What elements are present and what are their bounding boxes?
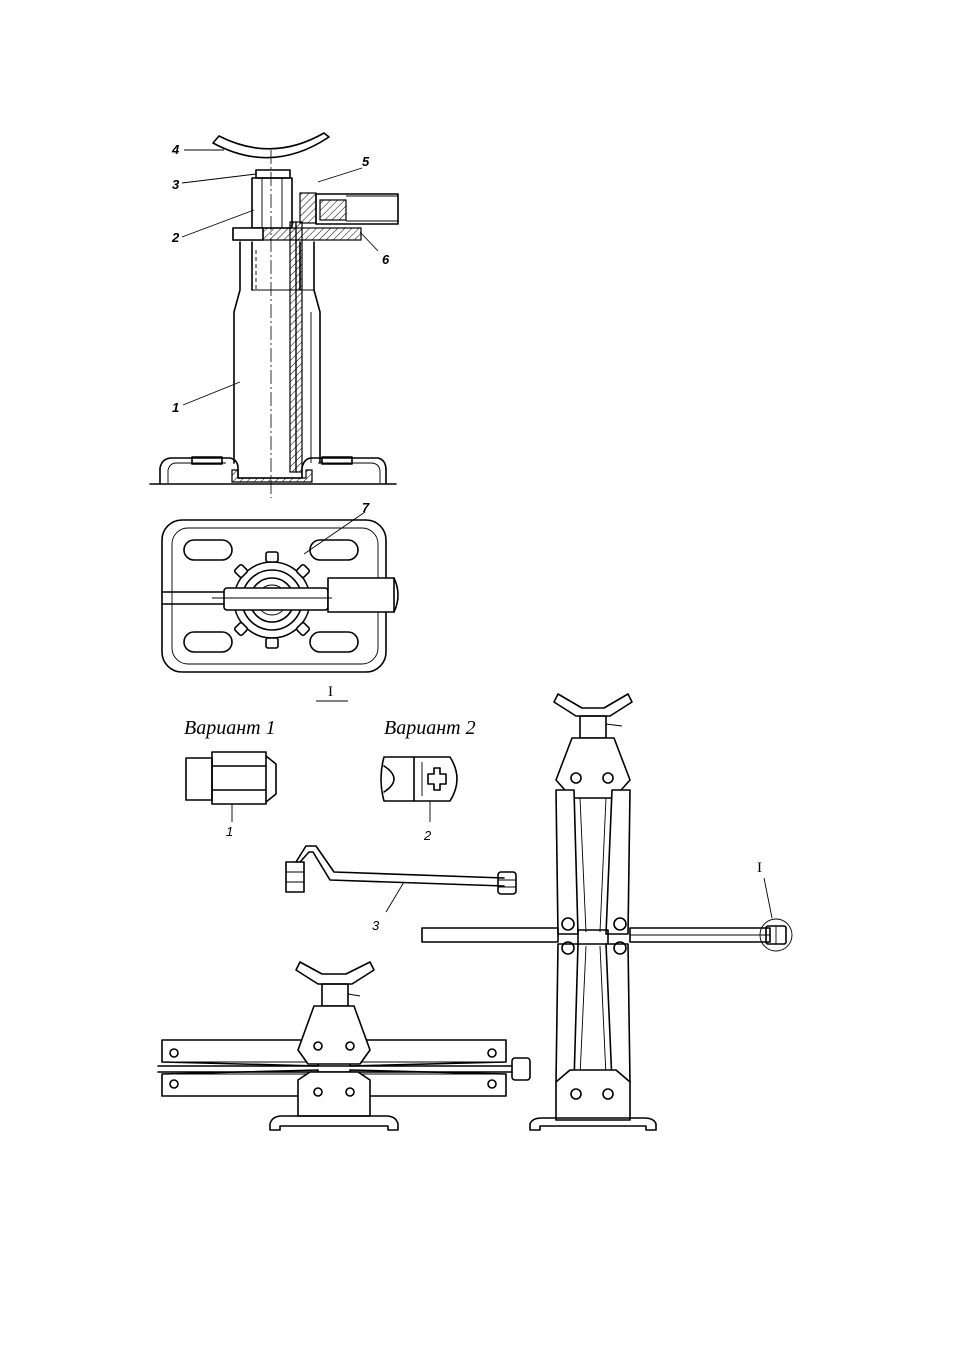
detail-mark: I [328, 684, 333, 700]
detail-mark-side: I [757, 860, 762, 876]
handle-callout: 3 [372, 918, 380, 933]
callout-5: 5 [362, 154, 370, 169]
jack-body-outline [234, 242, 320, 463]
collapsed-saddle [296, 962, 374, 984]
variant-1-title: Вариант 1 [184, 717, 276, 739]
collapsed-jack [158, 962, 530, 1130]
section-view: 4 3 5 2 6 1 [150, 133, 398, 498]
variant-2-socket: 2 [381, 757, 457, 843]
extended-upper-head [556, 738, 630, 798]
collapsed-lower-head [298, 1072, 370, 1116]
plan-view: 7 [162, 500, 398, 672]
lever [224, 588, 328, 610]
detail-I: I Вариант 1 Вариант 2 1 2 [184, 684, 516, 933]
extended-saddle [554, 694, 632, 716]
callout-2: 2 [171, 230, 180, 245]
collapsed-base [270, 1116, 398, 1130]
callout-7: 7 [362, 500, 370, 515]
collapsed-upper-head [298, 1006, 370, 1064]
variant-1-callout: 1 [226, 824, 233, 839]
callout-1: 1 [172, 400, 179, 415]
callout-3: 3 [172, 177, 180, 192]
crank-handle: 3 [286, 846, 516, 933]
extended-lower-head [556, 1070, 630, 1120]
variant-2-callout: 2 [423, 828, 432, 843]
callout-4: 4 [171, 142, 180, 157]
callout-6: 6 [382, 252, 390, 267]
variant-2-title: Вариант 2 [384, 717, 476, 739]
extended-jack: I [422, 694, 792, 1130]
drive-screw [422, 928, 558, 942]
variant-1-nut: 1 [186, 752, 276, 839]
